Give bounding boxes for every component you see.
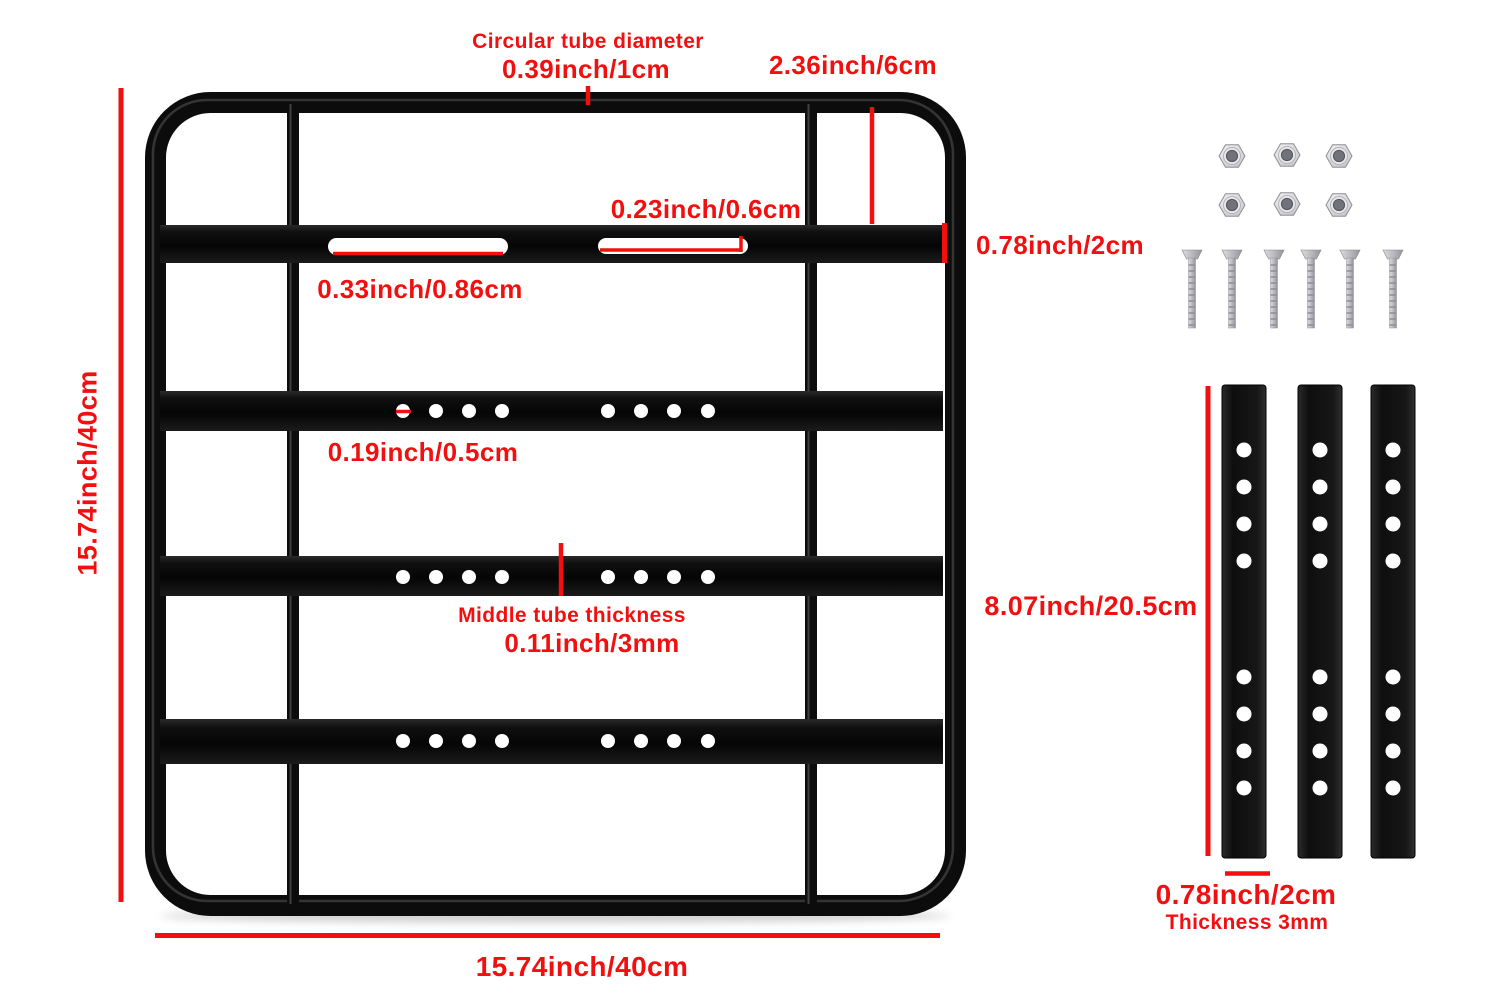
rack-height-value: 15.74inch/40cm — [72, 370, 103, 576]
hex-nut-icon — [1218, 193, 1246, 217]
crossbar-1 — [160, 225, 943, 263]
hex-nut-icon — [1273, 192, 1301, 216]
strip-width-value: 0.78inch/2cm — [1155, 879, 1337, 910]
slot-width-value: 0.23inch/0.6cm — [610, 194, 802, 224]
rack-frame — [145, 92, 966, 916]
dimension-lines — [118, 86, 1270, 938]
hex-nut-icon — [1325, 193, 1353, 217]
hex-nut-icon — [1273, 143, 1301, 167]
hole-diameter-value: 0.19inch/0.5cm — [327, 437, 519, 467]
hex-nut-icon — [1218, 144, 1246, 168]
strip-thickness-label: Thickness 3mm — [1165, 911, 1329, 934]
hex-nut-icon — [1325, 144, 1353, 168]
slot-length-value: 0.33inch/0.86cm — [317, 274, 523, 304]
rack-width-value: 15.74inch/40cm — [475, 951, 689, 982]
hex-nuts — [1218, 143, 1353, 217]
bolt-icon — [1221, 249, 1243, 329]
bolt-icon — [1382, 249, 1404, 329]
mounting-strip — [1221, 384, 1267, 859]
bolts — [1181, 249, 1404, 329]
middle-tube-value: 0.11inch/3mm — [504, 628, 680, 658]
mounting-strips — [1221, 384, 1416, 859]
inner-tube-left — [287, 102, 299, 906]
mounting-strip — [1370, 384, 1416, 859]
crossbar-3 — [160, 556, 943, 596]
crossbar-4 — [160, 719, 943, 764]
bolt-icon — [1181, 249, 1203, 329]
crossbar-holes — [396, 570, 715, 584]
bar-height-value: 0.78inch/2cm — [975, 230, 1145, 260]
strip-length-value: 8.07inch/20.5cm — [984, 591, 1198, 621]
crossbar-slot — [328, 238, 508, 255]
inner-tube-right — [805, 102, 817, 906]
mounting-strip — [1297, 384, 1343, 859]
circular-tube-title: Circular tube diameter — [472, 30, 704, 53]
top-gap-value: 2.36inch/6cm — [768, 50, 938, 80]
circular-tube-value: 0.39inch/1cm — [501, 54, 671, 84]
crossbar-2 — [160, 391, 943, 431]
crossbar-holes — [396, 734, 715, 748]
bolt-icon — [1300, 249, 1322, 329]
middle-tube-title: Middle tube thickness — [458, 604, 686, 627]
crossbar-holes — [396, 404, 715, 418]
bolt-icon — [1339, 249, 1361, 329]
bolt-icon — [1263, 249, 1285, 329]
